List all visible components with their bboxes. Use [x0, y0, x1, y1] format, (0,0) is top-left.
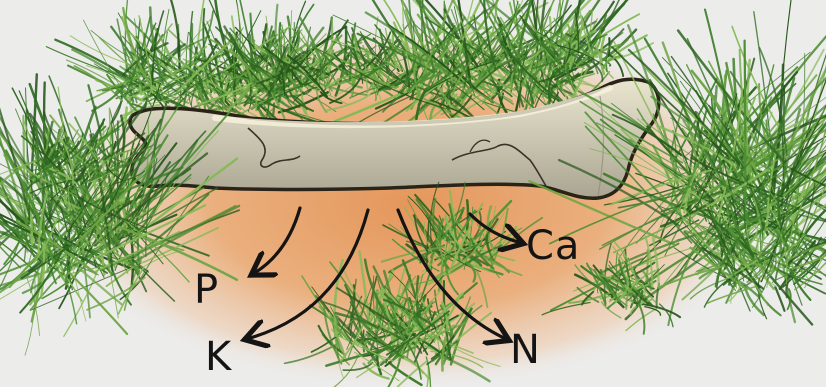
grass-blade	[745, 41, 746, 219]
label-potassium: K	[205, 337, 232, 377]
label-phosphorus: P	[194, 270, 219, 310]
label-nitrogen: N	[510, 330, 541, 370]
label-calcium: Ca	[526, 226, 580, 266]
